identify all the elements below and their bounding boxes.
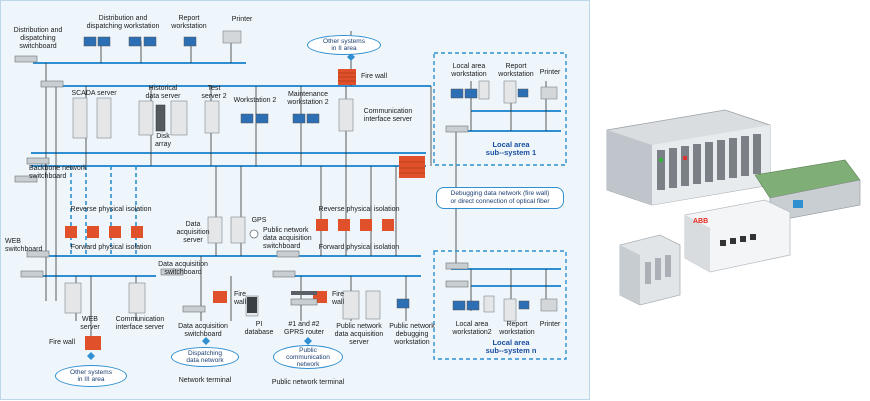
gps-label: GPS [251,217,267,224]
web-server-label: WEB server [80,316,100,331]
fire-wall-top-label: Fire wall [360,73,388,80]
debugging-network-box: Debugging data network (fire wall) or di… [436,187,564,209]
dispatching-network-oval: Dispatching data network [171,347,239,367]
test-server-label: Test server 2 [201,85,227,100]
fire-wall-gprs-label: Fire wall [331,291,345,306]
network-diagram: Distribution and dispatching switchboard… [0,0,590,400]
printer-right-top-label: Printer [539,69,561,76]
local-area-subsystem-n-label: Local area sub--system n [485,338,537,355]
diagram-lines [14,30,567,360]
public-network-switchboard-label: Public network data acquisition switchbo… [263,227,312,250]
comm-interface-server-bottom-label: Communication interface server [115,316,165,331]
data-acq-switchboard-1-label: Data acquisition switchboard [158,261,208,276]
hardware-illustration [606,109,861,306]
report-workstation-label: Report workstation [171,15,207,30]
reverse-isolation-left-label: Reverse physical isolation [70,206,152,213]
fire-wall-mid-label: Fire wall [233,291,247,306]
local-area-subsystem-1-label: Local area sub--system 1 [485,140,537,157]
network-terminal-label: Network terminal [178,377,232,384]
forward-isolation-left-label: Forward physical isolation [70,244,152,251]
workstation-2-label: Workstation 2 [233,97,277,104]
printer-label: Printer [231,16,253,23]
data-acq-switchboard-2-label: Data acquisition switchboard [178,323,228,338]
product-photo: ABB [595,0,870,400]
historical-server-label: Historical data server [145,85,181,100]
disk-array-label: Disk array [155,133,171,148]
public-network-debugging-label: Public network debugging workstation [389,323,435,346]
web-switchboard-label: WEB switchboard [5,238,43,253]
public-network-terminal-label: Public network terminal [271,379,345,386]
distribution-workstation-label: Distribution and dispatching workstation [86,15,160,30]
other-systems-ii-oval: Other systems in II area [307,35,381,55]
pi-database-label: PI database [244,321,274,336]
forward-isolation-right-label: Forward physical isolation [318,244,400,251]
backbone-switchboard-label: Backbone network switchboard [29,165,87,180]
data-acq-server-label: Data acquisition server [176,221,210,244]
public-network-server-label: Public network data acquisition server [334,323,384,346]
other-systems-iii-oval: Other systems in III area [55,365,127,387]
brand-logo: ABB [693,218,709,225]
public-comm-network-oval: Public communication network [273,345,343,369]
reverse-isolation-right-label: Reverse physical isolation [318,206,400,213]
gprs-router-label: #1 and #2 GPRS router [283,321,325,336]
fire-wall-bottom-left-label: Fire wall [48,339,76,346]
communication-server-label: Communication interface server [363,108,413,123]
printer-right-bottom-label: Printer [539,321,561,328]
local-area-workstation-label: Local area workstation [451,63,487,78]
maintenance-workstation-label: Maintenance workstation 2 [287,91,329,106]
scada-server-label: SCADA server [71,90,117,97]
local-area-workstation2-label: Local area workstation2 [452,321,492,336]
distribution-switchboard-label: Distribution and dispatching switchboard [13,27,63,50]
report-workstation-right-bottom-label: Report workstation [499,321,535,336]
report-workstation-right-label: Report workstation [498,63,534,78]
